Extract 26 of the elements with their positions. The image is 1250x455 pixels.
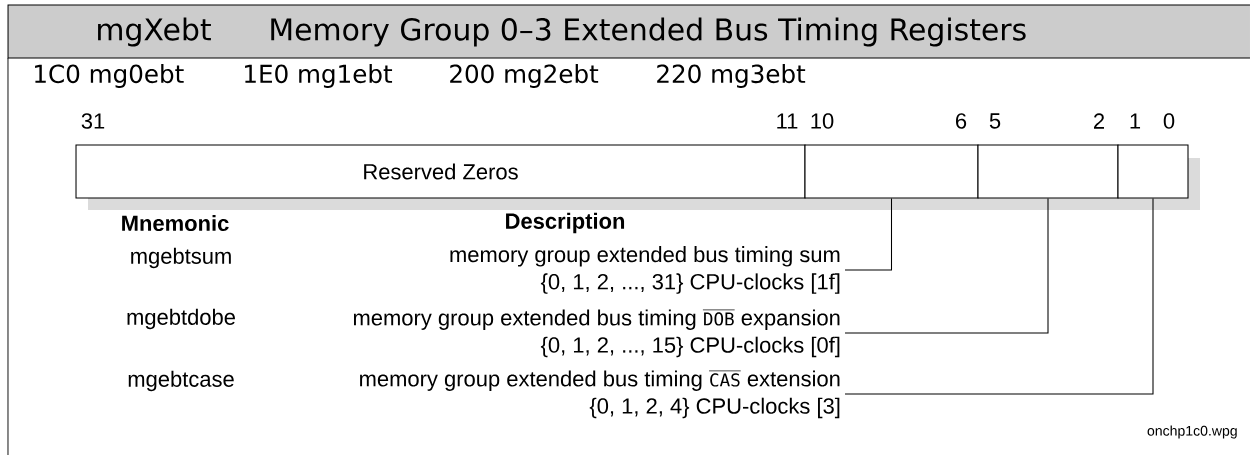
- bit-number: 5: [989, 113, 1001, 129]
- description-text: memory group extended bus timing DOB expansion {0, 1, 2, ..., 15} CPU-clocks [0f]: [353, 309, 840, 358]
- leader-line: [844, 198, 1049, 334]
- bit-number: 0: [1163, 113, 1175, 129]
- file-name: onchp1c0.wpg: [1147, 425, 1237, 439]
- leader-line: [844, 198, 893, 271]
- leader-line: [844, 198, 1154, 395]
- mnemonic: mgebtsum: [131, 247, 231, 269]
- mnemonic: mgebtcase: [128, 370, 234, 392]
- register-field: [1117, 144, 1189, 199]
- register-address: 200 mg2ebt: [450, 64, 599, 88]
- title: Memory Group 0–3 Extended Bus Timing Registers: [271, 17, 1026, 47]
- bit-number: 2: [1094, 113, 1104, 129]
- register-field: [804, 144, 979, 199]
- bit-number: 11: [777, 113, 798, 129]
- mnemonic: mgebtdobe: [127, 308, 235, 330]
- register-address: 220 mg3ebt: [657, 64, 806, 88]
- bit-number: 10: [811, 113, 834, 129]
- register-name: mgXebt: [98, 17, 211, 47]
- description-text: memory group extended bus timing CAS extension {0, 1, 2, 4} CPU-clocks [3]: [360, 370, 840, 419]
- register-address: 1C0 mg0ebt: [35, 64, 184, 88]
- bit-number: 6: [956, 113, 967, 129]
- register-field: [977, 144, 1119, 199]
- bit-number: 1: [1130, 113, 1141, 129]
- description-text: memory group extended bus timing sum {0, 1, 2, ..., 31} CPU-clocks [1f]: [450, 246, 840, 294]
- register-address: 1E0 mg1ebt: [245, 64, 393, 88]
